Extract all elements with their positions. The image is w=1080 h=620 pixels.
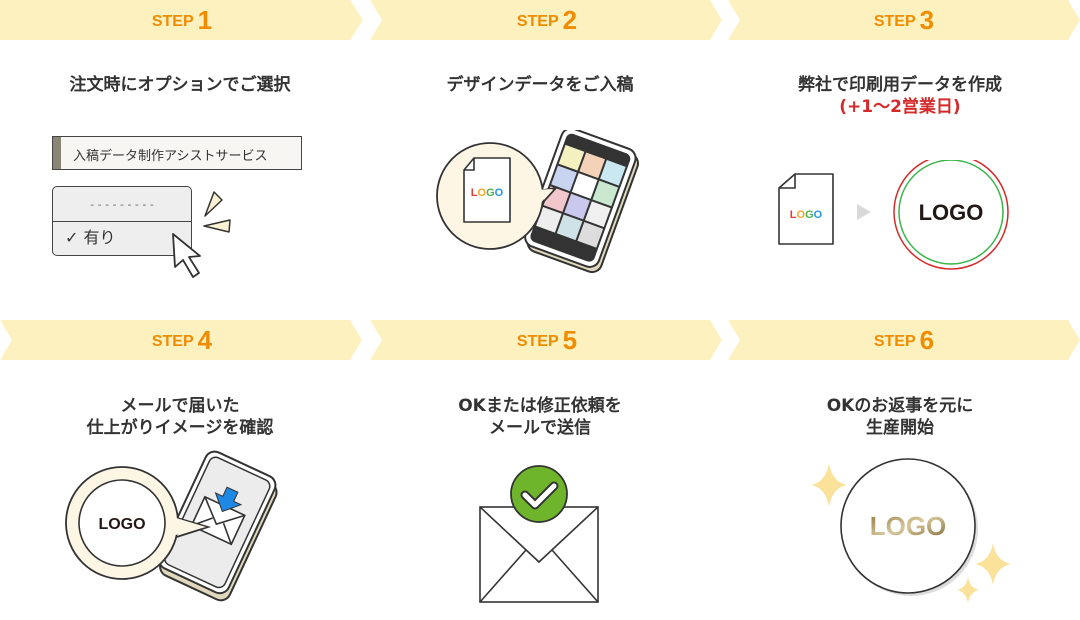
cursor-icon: [172, 233, 201, 278]
svg-text:LOGO: LOGO: [471, 187, 504, 199]
sparkle-icon: [975, 543, 1011, 585]
step-1-title: 注文時にオプションでご選択: [69, 75, 291, 95]
arrow-right-icon: [857, 204, 871, 220]
check-icon: ✓: [65, 228, 79, 247]
step-label: STEP: [516, 333, 559, 350]
option-select-illustration: 入稿データ制作アシストサービス - - - - - - - - - ✓ 有り: [52, 136, 302, 286]
step-6-title: OKのお返事を元に生産開始: [826, 396, 974, 438]
step-label: STEP: [873, 333, 916, 350]
step-label: STEP: [516, 13, 559, 30]
dropdown[interactable]: - - - - - - - - - ✓ 有り: [52, 186, 192, 256]
option-label-box: 入稿データ制作アシストサービス: [52, 136, 302, 170]
step-3-title: 弊社で印刷用データを作成(+1〜2営業日): [720, 74, 1080, 118]
upload-data-illustration: LOGO: [436, 130, 639, 274]
svg-text:LOGO: LOGO: [98, 516, 145, 533]
step-label: STEP: [151, 13, 194, 30]
step-2-title: デザインデータをご入稿: [446, 75, 634, 95]
step-number: 2: [562, 4, 578, 35]
dropdown-selected-option[interactable]: ✓ 有り: [65, 228, 116, 247]
step-number: 5: [562, 324, 578, 355]
step-label: STEP: [873, 13, 916, 30]
step-number: 3: [919, 4, 935, 35]
sparkle-icon: [957, 577, 979, 603]
sparkle-marks-icon: [203, 191, 231, 233]
step-number: 1: [197, 4, 213, 35]
data-creation-illustration: LOGO LOGO: [778, 160, 1009, 270]
sparkle-icon: [811, 463, 847, 507]
production-illustration: LOGO: [811, 458, 1011, 603]
dropdown-blank-option[interactable]: - - - - - - - - -: [53, 187, 191, 222]
step-number: 4: [197, 324, 213, 355]
duration-note: (+1〜2営業日): [839, 97, 961, 117]
step-number: 6: [919, 324, 935, 355]
send-mail-illustration: [479, 465, 599, 603]
svg-text:LOGO: LOGO: [870, 511, 947, 541]
svg-text:LOGO: LOGO: [790, 209, 823, 221]
step-label: STEP: [151, 333, 194, 350]
step-4-title: メールで届いた仕上がりイメージを確認: [86, 396, 274, 438]
svg-text:LOGO: LOGO: [919, 200, 984, 225]
mail-check-illustration: LOGO: [65, 450, 278, 602]
step-5-title: OKまたは修正依頼をメールで送信: [458, 396, 622, 438]
